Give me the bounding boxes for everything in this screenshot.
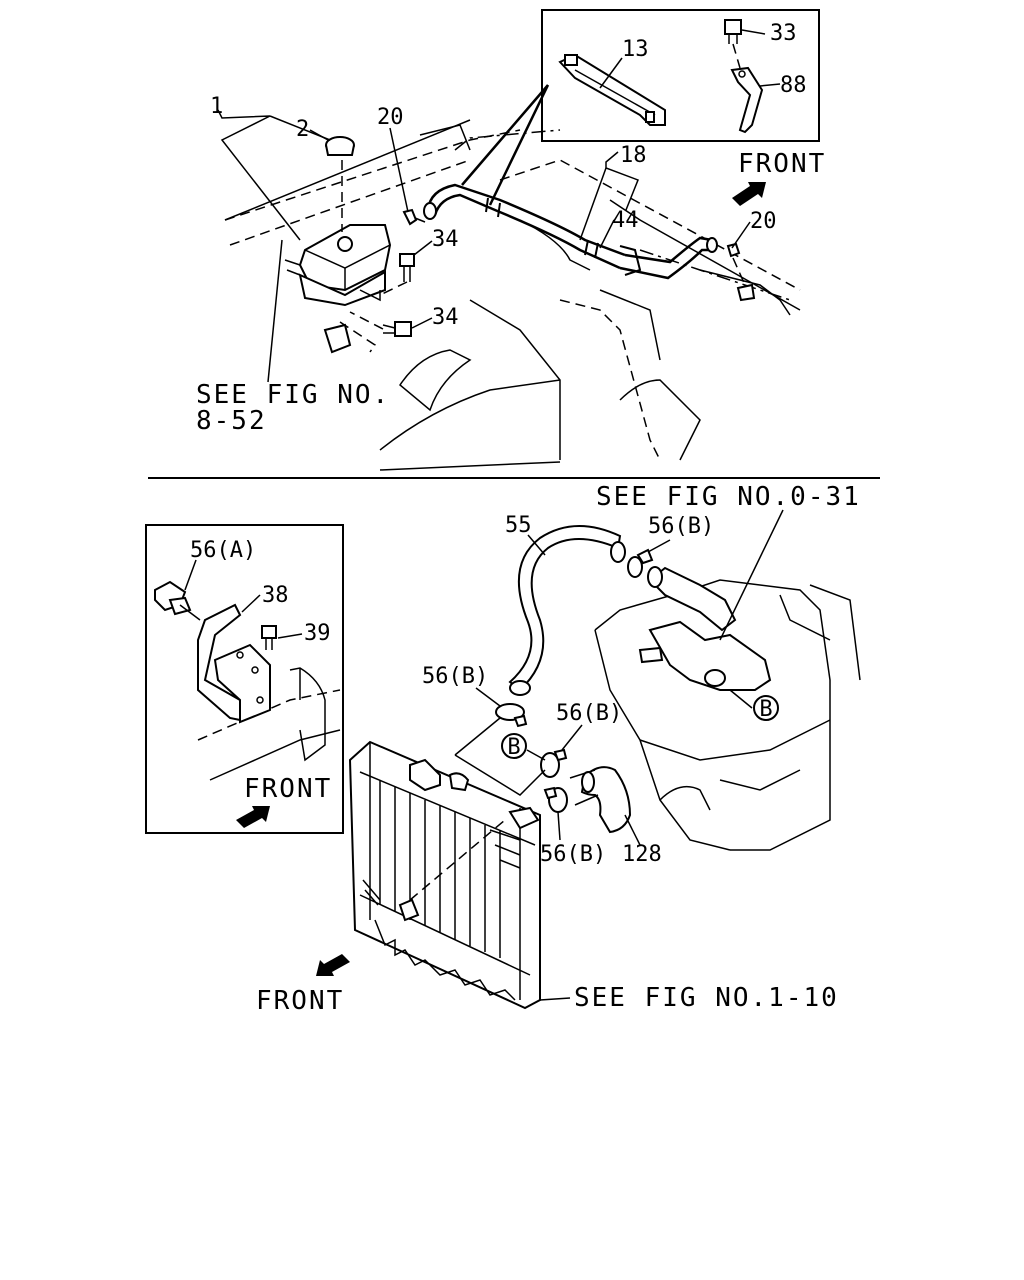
reservoir-cap bbox=[325, 136, 355, 232]
callout-34-lower: 34 bbox=[432, 305, 459, 330]
hose-clip-20-left bbox=[402, 208, 426, 226]
callout-56b-mid: 56(B) bbox=[556, 701, 622, 726]
see-fig-1-10: SEE FIG NO.1-10 bbox=[574, 983, 839, 1013]
front-arrow-top-icon bbox=[732, 182, 766, 206]
callout-1: 1 bbox=[210, 94, 223, 119]
leader-radiator-clamp bbox=[454, 754, 546, 796]
callout-13: 13 bbox=[622, 37, 649, 62]
circle-marker-b-right-label: B bbox=[759, 697, 772, 722]
callout-20-right: 20 bbox=[750, 209, 777, 234]
inset-box-top-right bbox=[541, 9, 820, 142]
thermostat-housing bbox=[638, 620, 772, 691]
front-label-inset: FRONT bbox=[244, 774, 332, 804]
hose-clamp-56b-left bbox=[495, 703, 528, 728]
hose-clamp-56b-top bbox=[627, 548, 654, 578]
bolt-34-upper bbox=[379, 253, 415, 296]
inset-box-left bbox=[145, 524, 344, 834]
leader-lines-top bbox=[217, 29, 781, 383]
callout-56b-left: 56(B) bbox=[422, 664, 488, 689]
callout-18: 18 bbox=[620, 143, 647, 168]
callout-2: 2 bbox=[296, 117, 309, 142]
bolt-33 bbox=[724, 19, 742, 69]
inset-pointer bbox=[461, 84, 550, 206]
see-fig-8-52-line2: 8-52 bbox=[196, 406, 267, 436]
see-fig-0-31: SEE FIG NO.0-31 bbox=[596, 482, 861, 512]
bolt-39 bbox=[261, 625, 277, 650]
bracket-38 bbox=[197, 603, 271, 724]
hose-clamp-56b-mid bbox=[540, 748, 568, 778]
radiator bbox=[348, 740, 541, 1010]
bolt-34-lower bbox=[349, 311, 412, 337]
radiator-dash-link bbox=[409, 819, 506, 901]
clip-56a bbox=[154, 580, 201, 621]
upper-radiator-hose-55 bbox=[508, 525, 626, 696]
hose-bracket-13 bbox=[558, 53, 666, 126]
callout-34-upper: 34 bbox=[432, 227, 459, 252]
callout-128: 128 bbox=[622, 842, 662, 867]
callout-56b-low: 56(B) bbox=[540, 842, 606, 867]
callout-39: 39 bbox=[304, 621, 331, 646]
outlet-pipe bbox=[647, 566, 737, 632]
front-label-top: FRONT bbox=[738, 149, 826, 179]
front-arrow-bottom-icon bbox=[316, 954, 350, 976]
circle-marker-b-left-label: B bbox=[507, 735, 520, 760]
callout-20-left: 20 bbox=[377, 105, 404, 130]
callout-38: 38 bbox=[262, 583, 289, 608]
callout-88: 88 bbox=[780, 73, 807, 98]
callout-55: 55 bbox=[505, 513, 532, 538]
overflow-hose bbox=[423, 183, 718, 280]
bracket-nut bbox=[323, 321, 377, 354]
hose-clamp-56b-low bbox=[543, 786, 568, 813]
reservoir-tank bbox=[284, 224, 392, 307]
front-label-bottom: FRONT bbox=[256, 986, 344, 1016]
callout-44: 44 bbox=[612, 208, 639, 233]
bracket-88 bbox=[730, 66, 764, 134]
lower-hose-128 bbox=[580, 766, 632, 834]
see-fig-8-52-line1: SEE FIG NO. bbox=[196, 380, 390, 410]
callout-33: 33 bbox=[770, 21, 797, 46]
hose-clip-20-right bbox=[726, 242, 756, 302]
callout-56b-top: 56(B) bbox=[648, 514, 714, 539]
engine-block bbox=[594, 579, 861, 851]
callout-56a: 56(A) bbox=[190, 538, 256, 563]
circle-marker-b-right: B bbox=[753, 695, 779, 722]
leader-56b-left bbox=[454, 717, 501, 756]
leader-b-left bbox=[526, 749, 546, 761]
leader-lines-bottom bbox=[475, 509, 784, 1001]
circle-marker-b-left: B bbox=[501, 733, 527, 760]
front-arrow-inset-icon bbox=[236, 806, 270, 828]
